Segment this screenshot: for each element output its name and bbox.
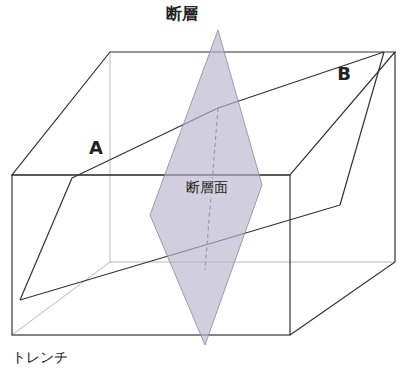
layer-label: A: [89, 138, 103, 158]
layer-label: B: [337, 64, 351, 84]
diagram-title: 断層: [166, 5, 198, 23]
plane-label: 断層面: [184, 179, 230, 196]
fault-plane: 断層面: [148, 28, 266, 348]
trench-label: トレンチ: [12, 350, 68, 365]
